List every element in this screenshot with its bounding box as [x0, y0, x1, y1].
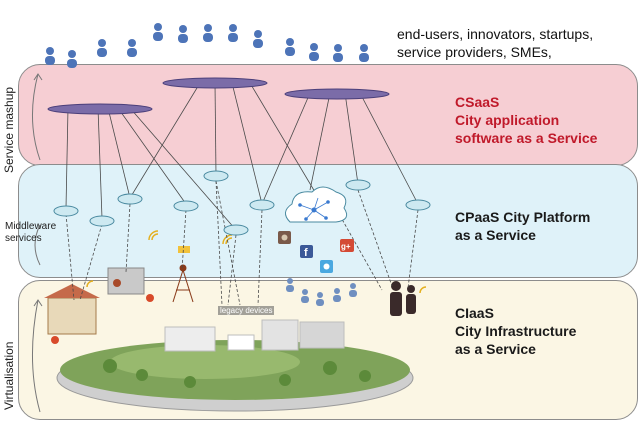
user-icon — [203, 24, 213, 42]
user-icon — [45, 47, 55, 65]
twitter-icon — [320, 260, 333, 273]
cpaas-title: CPaaS City Platform as a Service — [455, 209, 591, 243]
user-icon — [67, 50, 77, 68]
service-mashup-label: Service mashup — [2, 86, 16, 173]
platform-components — [53, 170, 431, 236]
user-icon — [127, 39, 137, 57]
facebook-icon: f — [300, 245, 313, 259]
sensor-icon — [178, 246, 190, 253]
antenna-icon — [172, 264, 194, 303]
street-scene-icon — [107, 267, 154, 302]
svg-text:g+: g+ — [341, 242, 351, 251]
users-caption: end-users, innovators, startups, service… — [397, 26, 594, 60]
middleware-services-label: Middleware services — [5, 221, 57, 244]
connector-lines — [65, 82, 419, 231]
couple-icon — [390, 281, 416, 316]
user-icon — [309, 43, 319, 61]
csaas-title: CSaaS City application software as a Ser… — [455, 94, 598, 146]
user-icon — [253, 30, 263, 48]
smart-home-icon — [44, 284, 100, 344]
city-model-illustration — [56, 319, 414, 412]
csaas-layer — [18, 64, 638, 166]
svg-text:f: f — [304, 247, 308, 259]
user-icon — [228, 24, 238, 42]
legacy-devices-label: legacy devices — [218, 306, 275, 315]
side-arrows — [31, 73, 43, 413]
application-ellipses — [47, 77, 390, 115]
user-icon — [333, 44, 343, 62]
user-icon — [349, 283, 357, 297]
end-users-group — [45, 23, 369, 68]
virtualisation-label: Virtualisation — [2, 341, 16, 410]
user-icon — [153, 23, 163, 41]
local-users-group — [286, 278, 357, 306]
user-icon — [316, 292, 324, 306]
google-plus-icon: g+ — [340, 239, 354, 252]
user-icon — [333, 288, 341, 302]
ciaas-title: CIaaS City Infrastructure as a Service — [455, 305, 577, 357]
user-icon — [286, 278, 294, 292]
user-icon — [359, 44, 369, 62]
user-icon — [97, 39, 107, 57]
instagram-icon — [278, 231, 291, 244]
cloud-network-icon — [285, 186, 348, 223]
user-icon — [285, 38, 295, 56]
user-icon — [301, 289, 309, 303]
user-icon — [178, 25, 188, 43]
